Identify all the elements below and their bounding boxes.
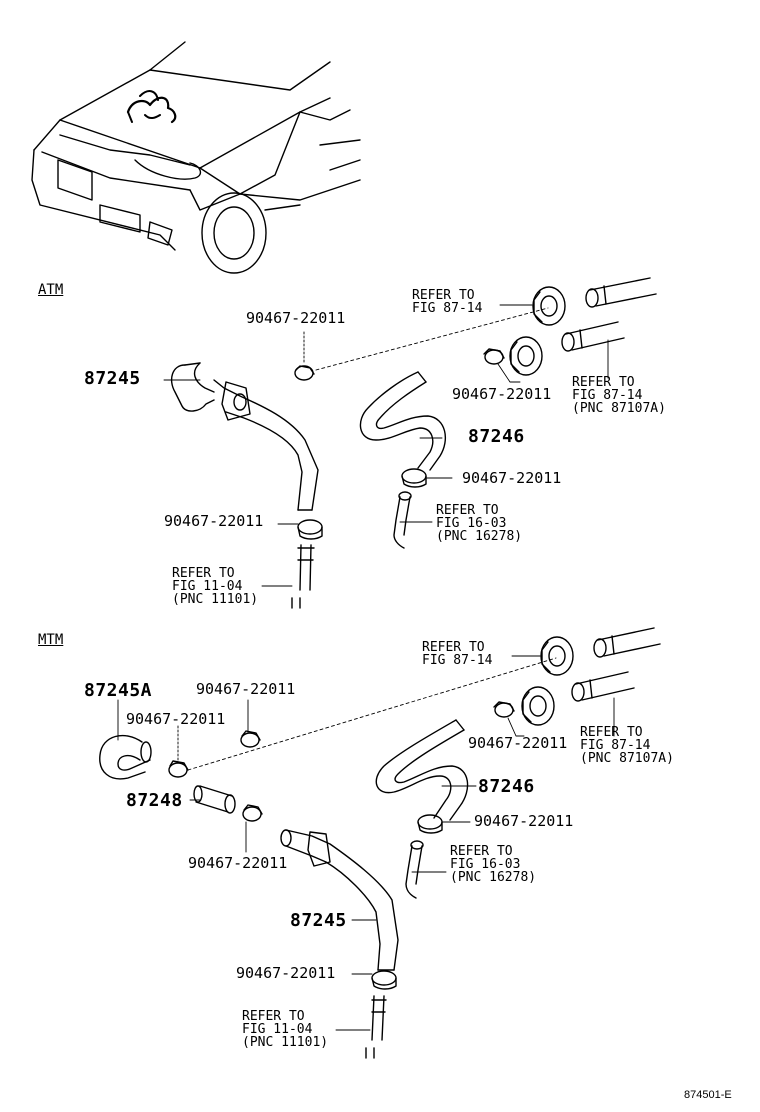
atm-clamp-lower-right [401, 468, 427, 488]
atm-hose-87246-label: 87246 [468, 426, 525, 447]
figure-id: 874501-E [684, 1089, 732, 1101]
mtm-clamp-center [242, 804, 263, 822]
atm-clamp-bottom-left-label: 90467-22011 [164, 512, 264, 530]
mtm-grommet-mid [521, 686, 555, 726]
atm-ref-top: REFER TO FIG 87-14 [412, 288, 483, 316]
atm-ref-mid: REFER TO FIG 16-03 (PNC 16278) [436, 503, 523, 544]
mtm-hose-87246 [375, 719, 469, 821]
atm-clamp-lower-right-label: 90467-22011 [462, 469, 562, 487]
atm-clamp-mid-right [483, 348, 505, 365]
atm-clamp-mid-right-label: 90467-22011 [452, 385, 552, 403]
atm-ref-bottom: REFER TO FIG 11-04 (PNC 11101) [172, 566, 259, 607]
mtm-hose-87245a-label: 87245A [84, 680, 153, 701]
section-atm-heading: ATM [38, 282, 64, 298]
mtm-ref-bottom: REFER TO FIG 11-04 (PNC 11101) [242, 1009, 329, 1050]
atm-hose-87245-label: 87245 [84, 368, 141, 389]
mtm-clamp-mid-right-label: 90467-22011 [468, 734, 568, 752]
mtm-clamp-top-label: 90467-22011 [196, 680, 296, 698]
section-mtm-heading: MTM [38, 632, 64, 648]
mtm-clamp-top [240, 730, 261, 748]
mtm-pipe-mid [405, 840, 424, 899]
mtm-ref-right: REFER TO FIG 87-14 (PNC 87107A) [580, 725, 674, 766]
mtm-pipe-87248 [193, 785, 236, 814]
mtm-pipe-bottom [365, 995, 387, 1059]
atm-clamp-top-label: 90467-22011 [246, 309, 346, 327]
atm-grommet-top [532, 286, 566, 326]
mtm-hose-87245a [99, 734, 152, 780]
mtm-clamp-mid-right [493, 701, 515, 718]
mtm-hose-87246-label: 87246 [478, 776, 535, 797]
mtm-clamp-lower-right-label: 90467-22011 [474, 812, 574, 830]
atm-clamp-top [294, 365, 315, 381]
mtm-pipe-top-right [571, 627, 661, 702]
mtm-clamp-left [168, 760, 189, 778]
mtm-clamp-center-label: 90467-22011 [188, 854, 288, 872]
atm-pipe-top-right [561, 277, 657, 352]
mtm-leader-lines [117, 655, 615, 1031]
mtm-grommet-top [540, 636, 574, 676]
mtm-clamp-bottom [371, 970, 397, 990]
atm-hose-87246 [359, 371, 447, 471]
mtm-hose-87245-label: 87245 [290, 910, 347, 931]
atm-grommet-mid [509, 336, 543, 376]
atm-leader-lines [163, 304, 609, 587]
mtm-ref-top: REFER TO FIG 87-14 [422, 640, 493, 668]
mtm-clamp-bottom-label: 90467-22011 [236, 964, 336, 982]
mtm-clamp-left-label: 90467-22011 [126, 710, 226, 728]
mtm-clamp-lower-right [417, 814, 443, 834]
mtm-hose-87248-label: 87248 [126, 790, 183, 811]
atm-clamp-bottom-left [297, 519, 323, 540]
atm-pipe-mid [393, 491, 412, 549]
atm-pipe-bottom-left [291, 544, 315, 609]
atm-ref-right: REFER TO FIG 87-14 (PNC 87107A) [572, 375, 666, 416]
mtm-ref-mid: REFER TO FIG 16-03 (PNC 16278) [450, 844, 537, 885]
mtm-hose-87245 [280, 829, 399, 971]
atm-hose-87245 [170, 362, 319, 511]
car-illustration [31, 41, 361, 274]
